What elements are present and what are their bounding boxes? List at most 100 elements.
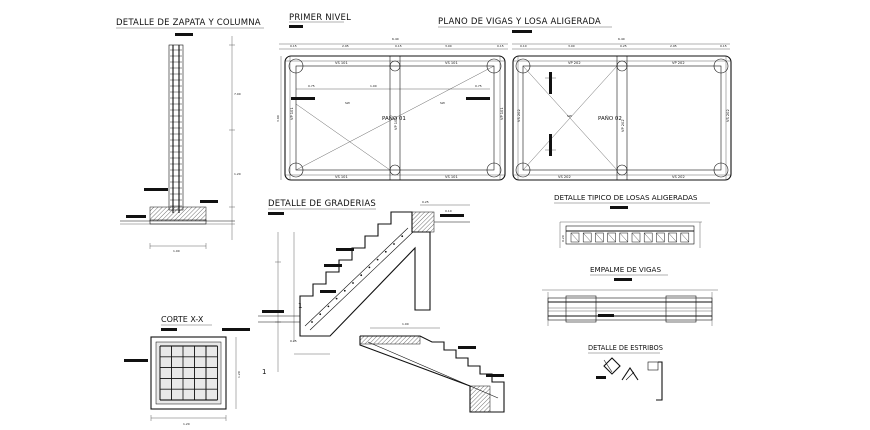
- svg-text:1.00: 1.00: [370, 84, 377, 88]
- losa-blocks: [570, 232, 690, 243]
- rebar-dot: [368, 266, 371, 269]
- svg-text:1.20: 1.20: [234, 172, 241, 176]
- corte-rebar-grid: [159, 345, 218, 401]
- svg-text:0.75: 0.75: [308, 84, 315, 88]
- rebar-dot: [335, 297, 338, 300]
- losa-block: [582, 232, 592, 243]
- plan1-pano-label: PAÑO 01: [382, 115, 406, 122]
- svg-text:VS 101: VS 101: [335, 175, 348, 179]
- svg-text:0.25: 0.25: [620, 44, 627, 48]
- column-stirrups: [170, 49, 182, 207]
- rebar-dot: [393, 243, 395, 245]
- losa-section: [565, 225, 695, 245]
- footing: [149, 206, 207, 222]
- plan2-pano-label: PAÑO 02: [598, 115, 622, 122]
- svg-text:VP 101: VP 101: [290, 107, 294, 120]
- svg-text:VS 101: VS 101: [445, 175, 458, 179]
- svg-text:1.20: 1.20: [237, 371, 241, 378]
- graderias-title: DETALLE DE GRADERIAS: [268, 199, 376, 209]
- plan2-inner-slab: [522, 65, 722, 171]
- zapata-height-dim: 7.00: [234, 92, 241, 96]
- stirrup-shape-2: [621, 367, 639, 381]
- zapata-columna-detail: DETALLE DE ZAPATA Y COLUMNA 7.00 1.20 1.…: [116, 18, 264, 253]
- section-marker: 1: [262, 368, 266, 376]
- losa-block: [595, 232, 604, 243]
- rebar-dot: [311, 321, 313, 323]
- estribos-title: DETALLE DE ESTRIBOS: [588, 344, 663, 352]
- estribos-detail: DETALLE DE ESTRIBOS: [588, 344, 663, 401]
- svg-text:2.95: 2.95: [342, 44, 349, 48]
- svg-text:3.00: 3.00: [568, 44, 575, 48]
- plan1-outer-beam: [284, 55, 506, 181]
- svg-text:2.95: 2.95: [670, 44, 677, 48]
- stair-dim-tread: 0.25: [422, 200, 429, 204]
- svg-text:VP 202: VP 202: [621, 119, 625, 132]
- plano-vigas-plan: PLANO DE VIGAS Y LOSA ALIGERADA 6.40 0.1…: [438, 17, 732, 181]
- rebar-dot: [376, 258, 379, 261]
- svg-text:SW: SW: [440, 101, 445, 105]
- losa-block: [570, 232, 580, 243]
- svg-text:6.40: 6.40: [618, 37, 625, 41]
- svg-text:VP 101: VP 101: [500, 107, 504, 120]
- svg-text:VS 202: VS 202: [672, 175, 685, 179]
- svg-text:0.75: 0.75: [475, 84, 482, 88]
- losa-block: [680, 232, 690, 243]
- losa-block: [656, 232, 665, 243]
- svg-text:SW: SW: [567, 114, 572, 118]
- stair-dim-width: 1.00: [402, 322, 409, 326]
- svg-text:3.90: 3.90: [276, 115, 280, 122]
- svg-text:0.15: 0.15: [395, 44, 402, 48]
- primer-nivel-title: PRIMER NIVEL: [289, 13, 351, 23]
- svg-text:3.00: 3.00: [445, 44, 452, 48]
- svg-text:1: 1: [298, 302, 302, 310]
- svg-text:VP 202: VP 202: [568, 61, 581, 65]
- svg-text:VS 101: VS 101: [445, 61, 458, 65]
- svg-text:VS 202: VS 202: [517, 109, 521, 122]
- rebar-dot: [319, 313, 322, 316]
- losa-block: [607, 232, 616, 243]
- corte-title: CORTE X-X: [161, 315, 204, 324]
- corte-xx-detail: CORTE X-X 1.20 1.20: [124, 315, 250, 426]
- svg-text:0.15: 0.15: [497, 44, 504, 48]
- column-outline: [168, 44, 184, 211]
- corte-width-dim: 1.20: [183, 422, 190, 426]
- svg-text:0.15: 0.15: [290, 44, 297, 48]
- svg-text:0.25: 0.25: [290, 339, 297, 343]
- zapata-title: DETALLE DE ZAPATA Y COLUMNA: [116, 18, 261, 28]
- svg-text:VS 202: VS 202: [558, 175, 571, 179]
- plano-vigas-title: PLANO DE VIGAS Y LOSA ALIGERADA: [438, 17, 601, 27]
- svg-text:0.15: 0.15: [720, 44, 727, 48]
- graderias-detail: DETALLE DE GRADERIAS 0.25 0.10 0.25 1 1: [258, 199, 505, 413]
- svg-text:SW: SW: [345, 101, 350, 105]
- losa-block: [619, 232, 629, 243]
- rebar-dot: [327, 305, 330, 308]
- losa-block: [668, 232, 677, 243]
- svg-text:0.20: 0.20: [561, 235, 565, 242]
- plan1-dim-total: 6.40: [392, 37, 399, 41]
- rebar-dot: [401, 235, 404, 238]
- losa-block: [643, 232, 653, 243]
- losas-tipico-detail: DETALLE TIPICO DE LOSAS ALIGERADAS 0.20: [554, 193, 710, 248]
- rebar-dot: [343, 289, 346, 292]
- stair-upper-flight: [299, 211, 431, 337]
- plan2-outer-beam: [512, 55, 732, 181]
- svg-text:VS 101: VS 101: [335, 61, 348, 65]
- rebar-dot: [360, 274, 363, 277]
- zapata-width-dim: 1.00: [173, 249, 180, 253]
- stirrup-shape-1: [603, 357, 621, 375]
- rebar-dot: [352, 282, 354, 284]
- plan1-inner-slab: [295, 65, 495, 171]
- losas-title: DETALLE TIPICO DE LOSAS ALIGERADAS: [554, 193, 698, 202]
- svg-text:0.10: 0.10: [520, 44, 527, 48]
- primer-nivel-plan: PRIMER NIVEL 6.40 0.15 2.95 0.15 3.00 0.…: [276, 13, 508, 181]
- stirrup-shape-3: [656, 361, 663, 401]
- losa-block: [631, 232, 641, 243]
- rebar-dot: [384, 250, 387, 253]
- corte-outer: [150, 336, 227, 410]
- empalme-vigas-detail: EMPALME DE VIGAS: [542, 265, 718, 326]
- svg-text:VP 202: VP 202: [672, 61, 685, 65]
- svg-text:VS 202: VS 202: [726, 109, 730, 122]
- svg-text:VP 102: VP 102: [394, 117, 398, 130]
- empalme-title: EMPALME DE VIGAS: [590, 265, 661, 274]
